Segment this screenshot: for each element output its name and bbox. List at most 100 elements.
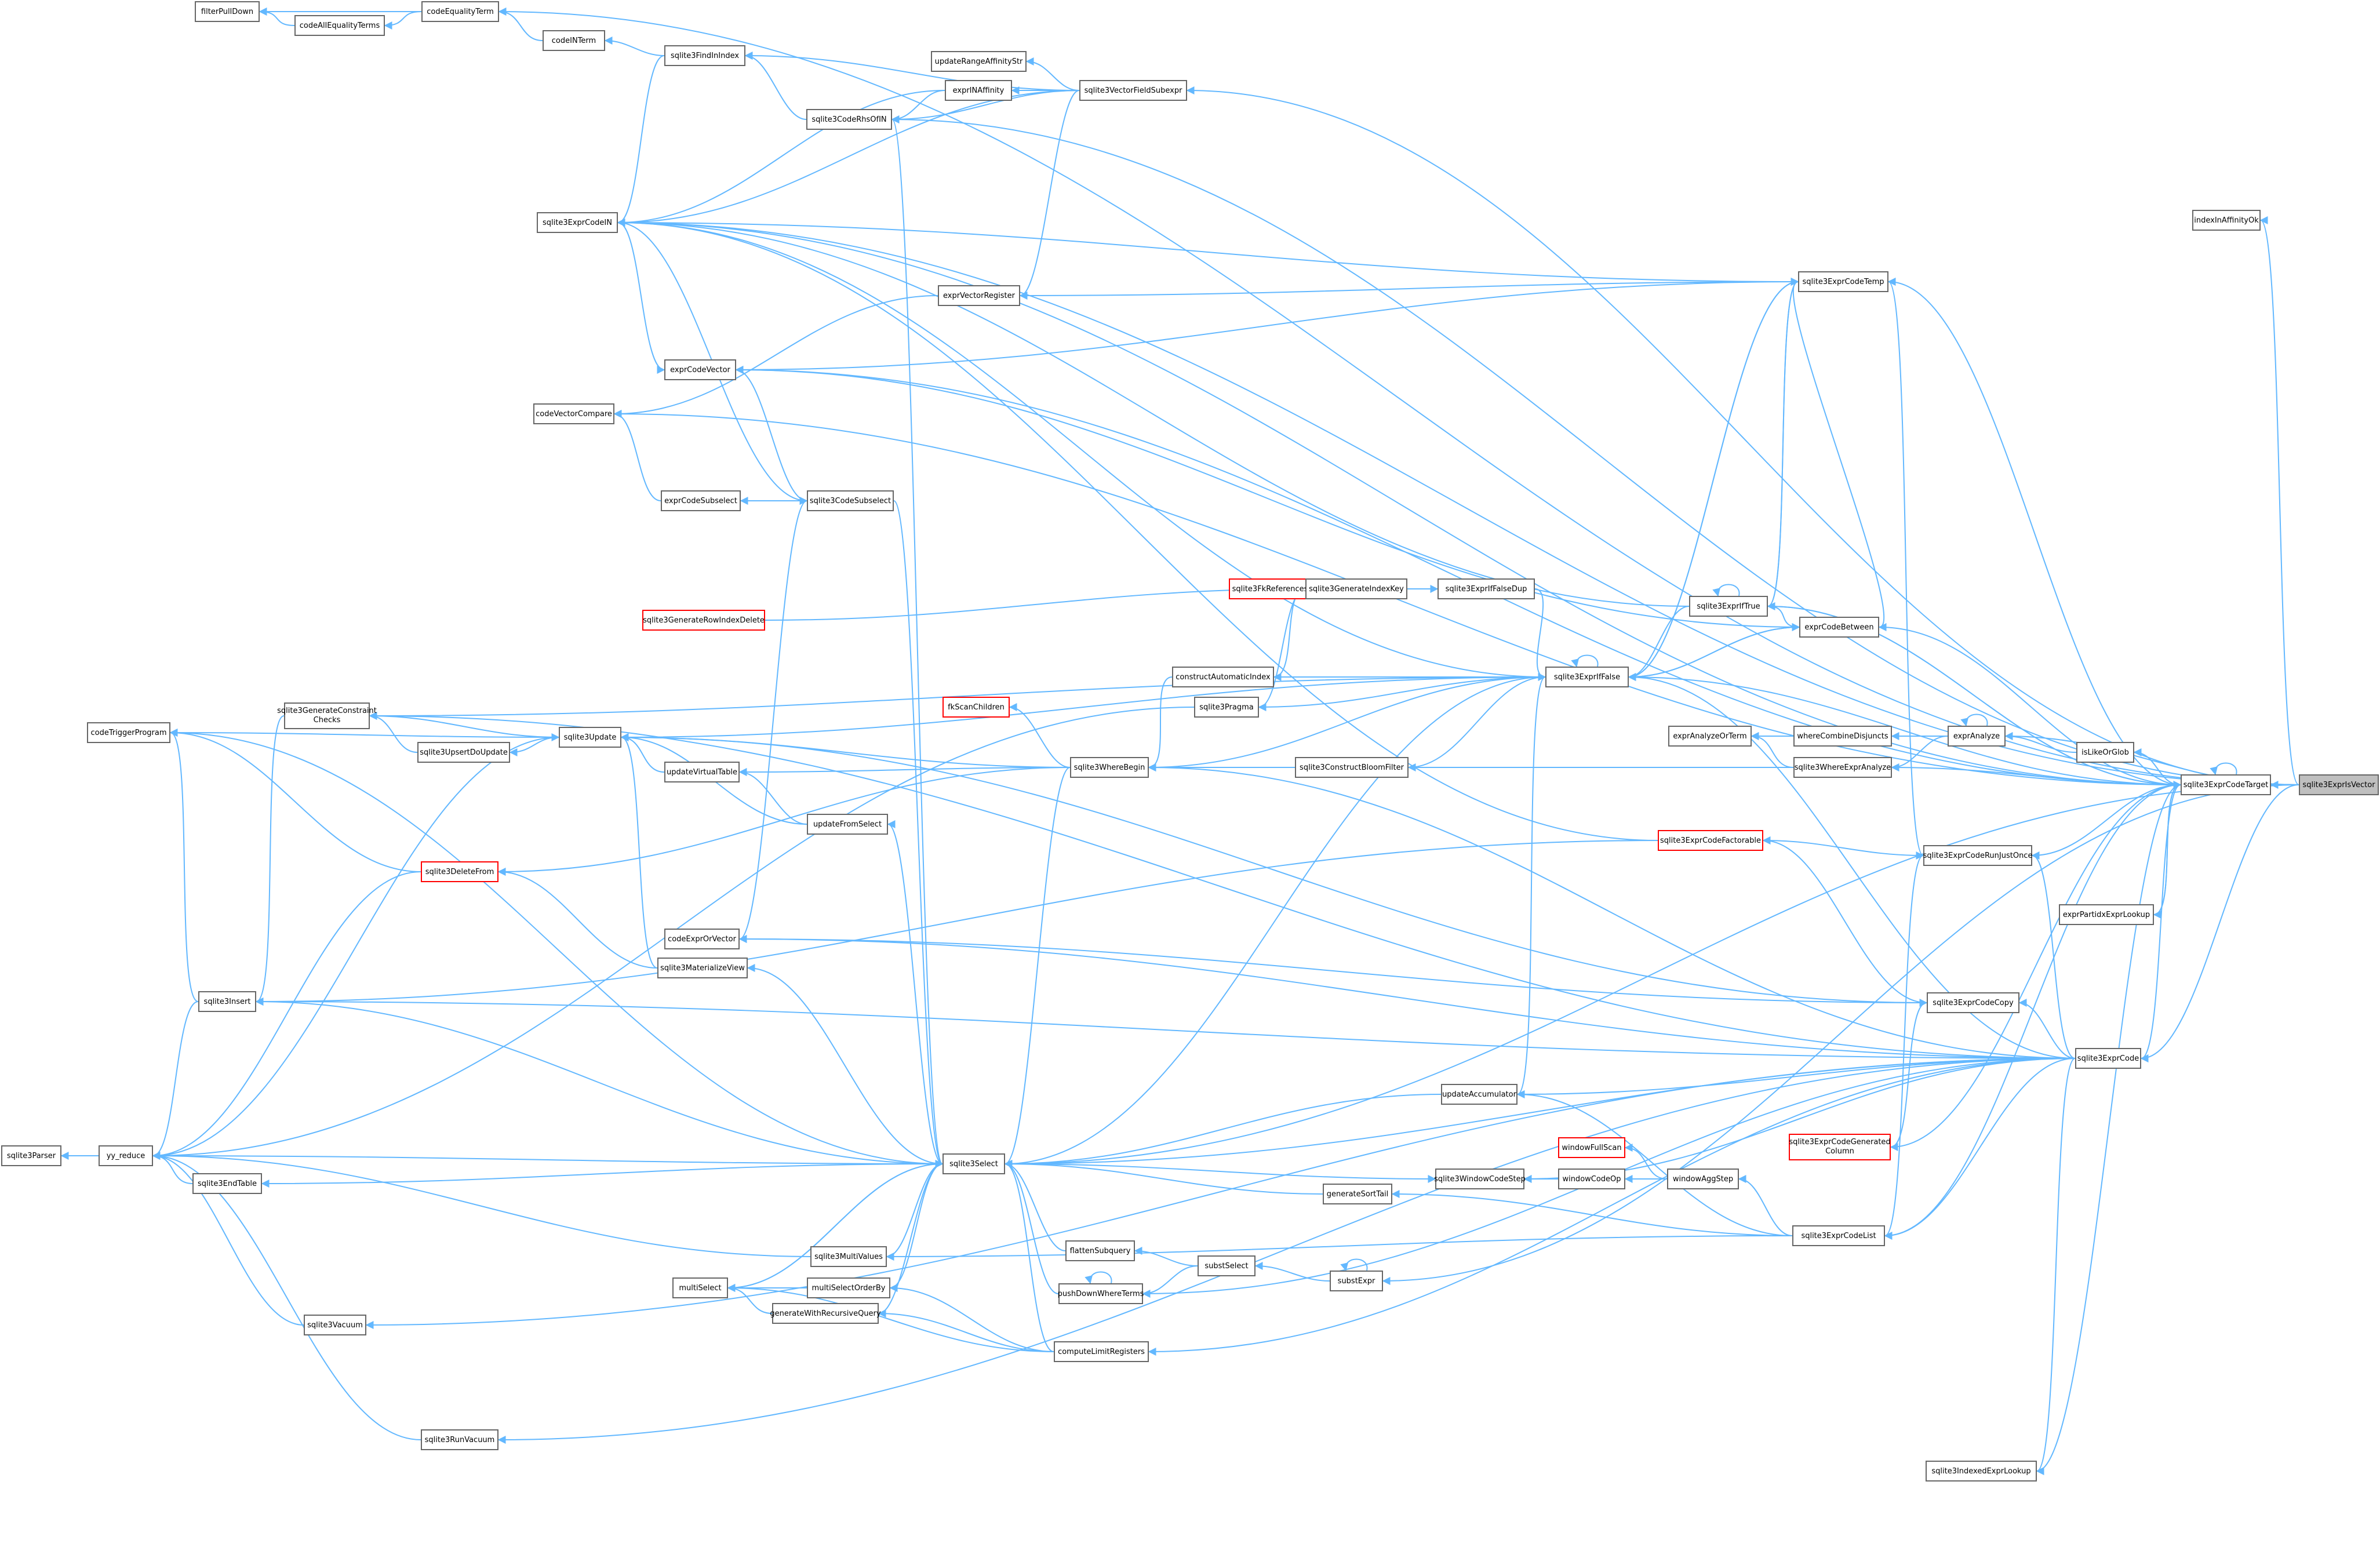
node-sqlite3VectorFieldSubexpr[interactable]: sqlite3VectorFieldSubexpr — [1079, 80, 1187, 101]
node-codeExprOrVector[interactable]: codeExprOrVector — [664, 929, 740, 949]
node-isLikeOrGlob[interactable]: isLikeOrGlob — [2076, 742, 2134, 763]
node-sqlite3CodeSubselect[interactable]: sqlite3CodeSubselect — [807, 490, 894, 511]
node-sqlite3UpsertDoUpdate[interactable]: sqlite3UpsertDoUpdate — [417, 742, 510, 763]
node-sqlite3EndTable[interactable]: sqlite3EndTable — [192, 1173, 262, 1194]
edge-exprCodeBetween-to-sqlite3ExprCodeTemp — [1791, 278, 1885, 628]
node-sqlite3GenerateConstraintChecks[interactable]: sqlite3GenerateConstraint Checks — [277, 702, 377, 729]
edge-sqlite3ExprCode-to-sqlite3Select — [1004, 1058, 2076, 1168]
node-whereCombineDisjuncts[interactable]: whereCombineDisjuncts — [1793, 726, 1892, 747]
node-fkScanChildren[interactable]: fkScanChildren — [942, 697, 1010, 718]
node-sqlite3ExprIfFalseDup[interactable]: sqlite3ExprIfFalseDup — [1438, 578, 1535, 599]
node-sqlite3ExprCodeList[interactable]: sqlite3ExprCodeList — [1792, 1225, 1885, 1246]
edge-sqlite3ExprCode-to-sqlite3IndexedExprLookup — [2036, 1058, 2076, 1475]
node-sqlite3Update[interactable]: sqlite3Update — [559, 727, 621, 748]
node-substExpr[interactable]: substExpr — [1330, 1271, 1383, 1291]
node-sqlite3Pragma[interactable]: sqlite3Pragma — [1194, 697, 1259, 718]
node-exprCodeVector[interactable]: exprCodeVector — [664, 359, 736, 380]
edge-sqlite3ExprCodeCopy-to-sqlite3ExprCodeFactorable — [1762, 836, 1927, 1003]
node-sqlite3Select[interactable]: sqlite3Select — [942, 1153, 1005, 1174]
node-sqlite3IndexedExprLookup[interactable]: sqlite3IndexedExprLookup — [1926, 1461, 2037, 1482]
node-sqlite3ExprCodeTarget[interactable]: sqlite3ExprCodeTarget — [2181, 774, 2271, 795]
node-updateAccumulator[interactable]: updateAccumulator — [1441, 1084, 1517, 1105]
node-generateWithRecursiveQuery[interactable]: generateWithRecursiveQuery — [770, 1303, 881, 1324]
node-sqlite3CodeRhsOfIN[interactable]: sqlite3CodeRhsOfIN — [806, 109, 892, 130]
node-sqlite3Insert[interactable]: sqlite3Insert — [198, 991, 256, 1012]
node-exprPartidxExprLookup[interactable]: exprPartidxExprLookup — [2059, 904, 2154, 925]
node-sqlite3WindowCodeStep[interactable]: sqlite3WindowCodeStep — [1434, 1169, 1526, 1189]
node-sqlite3GenerateRowIndexDelete[interactable]: sqlite3GenerateRowIndexDelete — [642, 610, 765, 631]
node-sqlite3Vacuum[interactable]: sqlite3Vacuum — [304, 1315, 366, 1335]
node-windowCodeOp[interactable]: windowCodeOp — [1558, 1169, 1625, 1189]
edge-sqlite3ExprCodeList-to-sqlite3ExprCodeRunJustOnce — [1884, 851, 1924, 1236]
node-filterPullDown[interactable]: filterPullDown — [195, 1, 260, 22]
edge-sqlite3ExprCodeTarget-to-sqlite3IndexedExprLookup — [2036, 784, 2181, 1475]
node-indexInAffinityOk[interactable]: indexInAffinityOk — [2192, 210, 2261, 231]
node-sqlite3WhereExprAnalyze[interactable]: sqlite3WhereExprAnalyze — [1793, 757, 1892, 778]
edge-sqlite3ExprCodeTarget-to-exprCodeBetween — [1878, 623, 2181, 785]
node-sqlite3WhereBegin[interactable]: sqlite3WhereBegin — [1070, 757, 1149, 778]
node-sqlite3FkReferences[interactable]: sqlite3FkReferences — [1229, 578, 1311, 599]
node-exprVectorRegister[interactable]: exprVectorRegister — [938, 285, 1020, 306]
edge-sqlite3ExprIfFalse-to-sqlite3GenerateConstraintChecks — [369, 676, 1546, 720]
node-yy_reduce[interactable]: yy_reduce — [99, 1145, 153, 1166]
node-updateVirtualTable[interactable]: updateVirtualTable — [664, 762, 740, 782]
edge-sqlite3VectorFieldSubexpr-to-exprVectorRegister — [1019, 90, 1080, 300]
edge-sqlite3ExprIsVector-to-sqlite3Select — [1004, 784, 2299, 1168]
node-codeVectorCompare[interactable]: codeVectorCompare — [533, 403, 614, 424]
node-exprCodeBetween[interactable]: exprCodeBetween — [1799, 617, 1879, 638]
node-codeAllEqualityTerms[interactable]: codeAllEqualityTerms — [294, 15, 385, 36]
node-updateFromSelect[interactable]: updateFromSelect — [807, 814, 888, 835]
node-windowAggStep[interactable]: windowAggStep — [1667, 1169, 1739, 1189]
edge-sqlite3RunVacuum-to-yy_reduce — [152, 1152, 421, 1440]
node-sqlite3GenerateIndexKey[interactable]: sqlite3GenerateIndexKey — [1305, 578, 1407, 599]
edge-sqlite3ExprIsVector-to-sqlite3CodeRhsOfIN — [891, 115, 2299, 785]
node-codeTriggerProgram[interactable]: codeTriggerProgram — [87, 722, 170, 743]
node-sqlite3DeleteFrom[interactable]: sqlite3DeleteFrom — [421, 861, 498, 882]
node-sqlite3ExprCodeIN[interactable]: sqlite3ExprCodeIN — [537, 212, 618, 233]
edge-generateWithRecursiveQuery-to-multiSelect — [727, 1284, 773, 1314]
node-generateSortTail[interactable]: generateSortTail — [1323, 1184, 1392, 1204]
node-multiSelectOrderBy[interactable]: multiSelectOrderBy — [807, 1277, 890, 1298]
node-substSelect[interactable]: substSelect — [1198, 1255, 1255, 1276]
node-pushDownWhereTerms[interactable]: pushDownWhereTerms — [1058, 1283, 1144, 1304]
edge-sqlite3DeleteFrom-to-codeTriggerProgram — [169, 729, 421, 872]
node-sqlite3ExprCode[interactable]: sqlite3ExprCode — [2075, 1048, 2141, 1069]
node-sqlite3ExprCodeTemp[interactable]: sqlite3ExprCodeTemp — [1798, 271, 1888, 292]
node-windowFullScan[interactable]: windowFullScan — [1558, 1137, 1625, 1158]
node-sqlite3Parser[interactable]: sqlite3Parser — [1, 1145, 61, 1166]
node-sqlite3ExprIfFalse[interactable]: sqlite3ExprIfFalse — [1545, 667, 1629, 687]
node-flattenSubquery[interactable]: flattenSubquery — [1065, 1240, 1135, 1261]
node-sqlite3ExprCodeRunJustOnce[interactable]: sqlite3ExprCodeRunJustOnce — [1923, 845, 2032, 866]
node-sqlite3ExprCodeCopy[interactable]: sqlite3ExprCodeCopy — [1927, 992, 2019, 1013]
node-sqlite3RunVacuum[interactable]: sqlite3RunVacuum — [421, 1429, 498, 1450]
node-sqlite3FindInIndex[interactable]: sqlite3FindInIndex — [664, 45, 745, 66]
node-multiSelect[interactable]: multiSelect — [672, 1277, 728, 1298]
edge-sqlite3ExprIfFalse-to-sqlite3Select — [1004, 676, 1546, 1168]
node-sqlite3ExprIfTrue[interactable]: sqlite3ExprIfTrue — [1689, 596, 1768, 617]
edge-sqlite3ExprCodeTarget-to-sqlite3ExprCodeGeneratedColumn — [1890, 784, 2181, 1151]
node-sqlite3ExprCodeGeneratedColumn[interactable]: sqlite3ExprCodeGenerated Column — [1789, 1134, 1891, 1160]
edge-sqlite3ExprIfFalse-to-sqlite3WhereBegin — [1148, 676, 1546, 771]
edge-codeEqualityTerm-to-codeAllEqualityTerms — [384, 11, 422, 30]
node-constructAutomaticIndex[interactable]: constructAutomaticIndex — [1172, 667, 1274, 687]
node-exprINAffinity[interactable]: exprINAffinity — [945, 80, 1012, 101]
edge-sqlite3Select-to-updateFromSelect — [887, 820, 943, 1164]
node-exprCodeSubselect[interactable]: exprCodeSubselect — [661, 490, 741, 511]
edge-pushDownWhereTerms-to-sqlite3Select — [1004, 1160, 1059, 1294]
node-computeLimitRegisters[interactable]: computeLimitRegisters — [1054, 1341, 1149, 1362]
node-exprAnalyze[interactable]: exprAnalyze — [1948, 726, 2006, 747]
edge-sqlite3ExprIfTrue-to-sqlite3ExprCodeIN — [617, 219, 1690, 607]
node-sqlite3ConstructBloomFilter[interactable]: sqlite3ConstructBloomFilter — [1295, 757, 1409, 778]
node-updateRangeAffinityStr[interactable]: updateRangeAffinityStr — [931, 51, 1027, 72]
edge-sqlite3ExprIsVector-to-codeEqualityTerm — [498, 8, 2299, 785]
edge-sqlite3ExprCode-to-sqlite3RunVacuum — [497, 1058, 2076, 1444]
node-exprAnalyzeOrTerm[interactable]: exprAnalyzeOrTerm — [1668, 726, 1752, 747]
edge-generateSortTail-to-sqlite3Select — [1004, 1160, 1323, 1195]
node-sqlite3MultiValues[interactable]: sqlite3MultiValues — [810, 1246, 887, 1267]
node-sqlite3MaterializeView[interactable]: sqlite3MaterializeView — [657, 958, 748, 978]
node-codeINTerm[interactable]: codeINTerm — [543, 30, 605, 51]
node-codeEqualityTerm[interactable]: codeEqualityTerm — [421, 1, 499, 22]
edge-substSelect-to-flattenSubquery — [1134, 1247, 1198, 1266]
edge-sqlite3ExprCodeTarget-to-sqlite3ExprIfTrue — [1767, 602, 2181, 785]
node-sqlite3ExprCodeFactorable[interactable]: sqlite3ExprCodeFactorable — [1658, 830, 1763, 851]
